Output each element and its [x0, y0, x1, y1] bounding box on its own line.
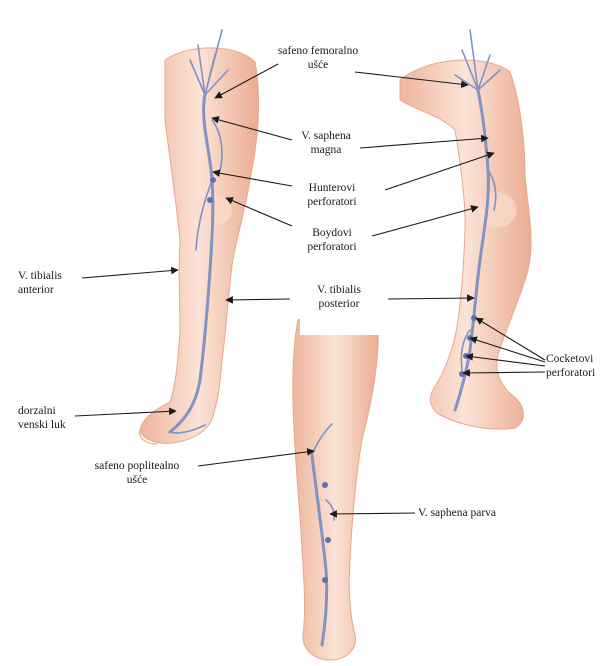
- label-safeno-poplitealno-line1: safeno poplitealno: [78, 459, 196, 473]
- label-cocketovi-line2: perforatori: [546, 366, 595, 380]
- label-tibialis-anterior-line2: anterior: [18, 283, 62, 297]
- label-tibialis-posterior-line2: posterior: [290, 297, 388, 311]
- center-leg-back: [293, 305, 380, 660]
- label-boydovi-line2: perforatori: [292, 240, 372, 254]
- label-tibialis-anterior: V. tibialis anterior: [18, 269, 62, 297]
- label-dorzalni-venski-luk: dorzalni venski luk: [18, 404, 66, 432]
- label-hunterovi-line2: perforatori: [292, 195, 372, 209]
- label-tibialis-posterior-line1: V. tibialis: [290, 283, 388, 297]
- label-tibialis-posterior: V. tibialis posterior: [290, 283, 388, 311]
- label-dorzalni-line1: dorzalni: [18, 404, 66, 418]
- label-boydovi: Boydovi perforatori: [292, 226, 372, 254]
- label-saphena-parva: V. saphena parva: [418, 506, 496, 520]
- label-safeno-femoralno: safeno femoralno ušće: [268, 44, 368, 72]
- label-hunterovi-line1: Hunterovi: [292, 181, 372, 195]
- label-safeno-femoralno-line1: safeno femoralno: [268, 44, 368, 58]
- label-safeno-poplitealno-line2: ušće: [78, 473, 196, 487]
- label-dorzalni-line2: venski luk: [18, 418, 66, 432]
- label-cocketovi: Cocketovi perforatori: [546, 352, 595, 380]
- label-cocketovi-line1: Cocketovi: [546, 352, 595, 366]
- label-hunterovi: Hunterovi perforatori: [292, 181, 372, 209]
- label-safeno-femoralno-line2: ušće: [268, 58, 368, 72]
- label-saphena-magna: V. saphena magna: [290, 129, 362, 157]
- label-saphena-magna-line2: magna: [290, 143, 362, 157]
- label-safeno-poplitealno: safeno poplitealno ušće: [78, 459, 196, 487]
- label-tibialis-anterior-line1: V. tibialis: [18, 269, 62, 283]
- label-saphena-magna-line1: V. saphena: [290, 129, 362, 143]
- label-boydovi-line1: Boydovi: [292, 226, 372, 240]
